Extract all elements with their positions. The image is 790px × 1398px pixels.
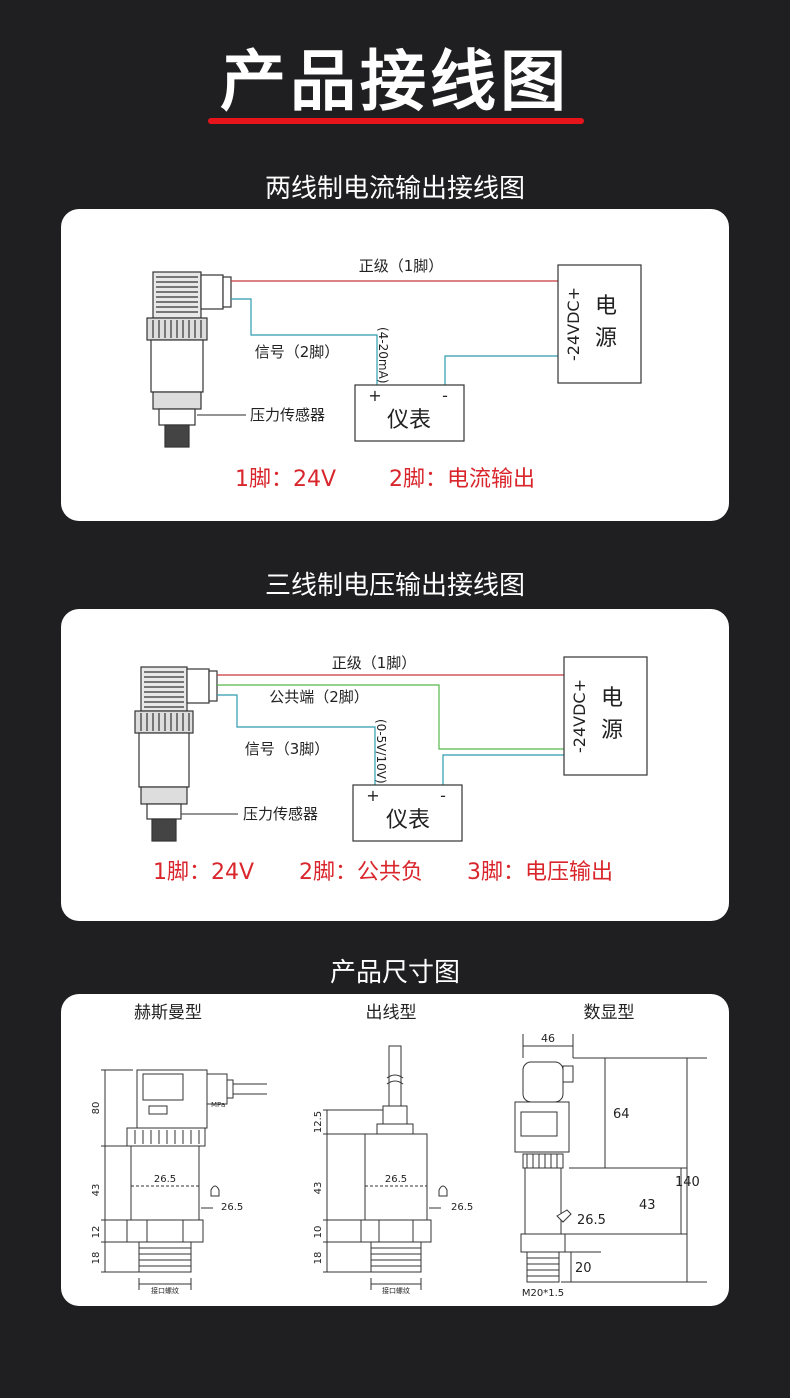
pressure-sensor-icon: [134, 666, 218, 842]
cable-dim-12-5: 12.5: [313, 1111, 324, 1133]
hirschmann-wrench: 26.5: [221, 1202, 243, 1213]
power-label-2: 源: [601, 718, 623, 743]
meter-minus: -: [440, 786, 446, 805]
wire-positive-label: 正级（1脚）: [359, 257, 444, 275]
wiring: [181, 674, 564, 815]
page-title: 产品接线图: [220, 43, 570, 120]
digital-wrench: 26.5: [577, 1213, 606, 1228]
section1-title: 两线制电流输出接线图: [264, 174, 525, 204]
digital-drawing: [514, 1034, 707, 1283]
wire-signal-label: 信号（2脚）: [255, 343, 340, 361]
section3-title: 产品尺寸图: [329, 958, 460, 988]
cable-drawing: [323, 1045, 448, 1290]
meter-plus: +: [368, 386, 381, 405]
section3-card: 赫斯曼型 出线型 数显型: [61, 994, 729, 1306]
three-wire-diagram: 正级（1脚） 公共端（2脚） 信号（3脚） (0-5V/10V) 压力传感器 +…: [134, 654, 648, 885]
pin2-note: 2脚：电流输出: [389, 467, 535, 492]
hirschmann-drawing: [101, 1069, 267, 1290]
hirschmann-face-label: MPa: [211, 1101, 225, 1109]
cable-dim-43: 43: [313, 1182, 324, 1195]
pin3-note: 3脚：电压输出: [467, 860, 613, 885]
power-box: [563, 656, 648, 776]
section2-title: 三线制电压输出接线图: [264, 571, 525, 601]
meter-label: 仪表: [387, 408, 431, 433]
cable-label: 出线型: [366, 1003, 417, 1023]
two-wire-diagram: 正级（1脚） 信号（2脚） (4-20mA) 压力传感器 + - 仪表 -24V…: [146, 257, 642, 492]
sensor-label: 压力传感器: [243, 805, 318, 823]
pin2-note: 2脚：公共负: [299, 860, 423, 885]
hirschmann-thread: 接口螺纹: [151, 1286, 179, 1295]
voltage-range-label: (0-5V/10V): [374, 719, 388, 784]
digital-dim-64: 64: [613, 1107, 630, 1122]
cable-wrench: 26.5: [451, 1202, 473, 1213]
cable-thread: 接口螺纹: [382, 1286, 410, 1295]
pin1-note: 1脚：24V: [235, 467, 336, 492]
digital-dim-46: 46: [541, 1032, 555, 1045]
hirschmann-label: 赫斯曼型: [134, 1003, 202, 1023]
sensor-label: 压力传感器: [250, 406, 325, 424]
meter-box: [352, 784, 463, 842]
power-label-2: 源: [595, 326, 617, 351]
power-label-1: 电: [601, 686, 623, 711]
hirschmann-dim-12: 12: [91, 1226, 102, 1239]
wire-positive-label: 正级（1脚）: [332, 654, 417, 672]
cable-dim-10: 10: [313, 1226, 324, 1239]
power-label-1: 电: [595, 294, 617, 319]
digital-thread: M20*1.5: [522, 1288, 564, 1299]
power-voltage: -24VDC+: [570, 679, 589, 753]
hirschmann-dim-18: 18: [91, 1252, 102, 1265]
power-box: [557, 264, 642, 384]
pressure-sensor-icon: [146, 271, 232, 448]
power-voltage: -24VDC+: [564, 287, 583, 361]
wire-common-label: 公共端（2脚）: [269, 688, 369, 706]
section1-card: 正级（1脚） 信号（2脚） (4-20mA) 压力传感器 + - 仪表 -24V…: [61, 209, 729, 521]
digital-label: 数显型: [584, 1003, 635, 1023]
meter-plus: +: [366, 786, 379, 805]
hirschmann-dim-43: 43: [91, 1184, 102, 1197]
wire-signal-label: 信号（3脚）: [245, 740, 330, 758]
section2-card: 正级（1脚） 公共端（2脚） 信号（3脚） (0-5V/10V) 压力传感器 +…: [61, 609, 729, 921]
pin1-note: 1脚：24V: [153, 860, 254, 885]
digital-dim-20: 20: [575, 1261, 592, 1276]
meter-label: 仪表: [386, 808, 430, 833]
digital-dim-140: 140: [675, 1175, 700, 1190]
cable-dim-18: 18: [313, 1252, 324, 1265]
dimension-drawings: 赫斯曼型 出线型 数显型: [91, 1003, 707, 1299]
hirschmann-dim-80: 80: [91, 1102, 102, 1115]
hirschmann-dim-26-5: 26.5: [154, 1174, 176, 1185]
cable-dim-26-5: 26.5: [385, 1174, 407, 1185]
title-underline: [208, 118, 584, 124]
meter-box: [354, 384, 465, 442]
meter-minus: -: [442, 386, 448, 405]
wiring: [197, 280, 558, 416]
current-range-label: (4-20mA): [376, 327, 390, 384]
digital-dim-43: 43: [639, 1198, 656, 1213]
